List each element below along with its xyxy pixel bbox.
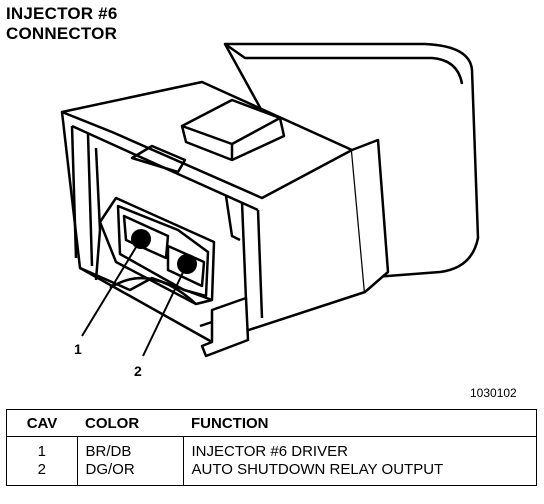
header-function: FUNCTION — [183, 409, 537, 437]
title-line-2: CONNECTOR — [6, 24, 118, 43]
table-header-row: CAV COLOR FUNCTION — [6, 409, 537, 437]
table-row: 1 BR/DB INJECTOR #6 DRIVER — [7, 436, 537, 461]
cavity-table: CAV COLOR FUNCTION 1 BR/DB INJECTOR #6 D… — [6, 409, 537, 486]
rear-body-ridge — [224, 42, 464, 85]
pin-label-1: 1 — [74, 341, 82, 357]
housing-foot — [200, 296, 250, 358]
cell-function: AUTO SHUTDOWN RELAY OUTPUT — [182, 461, 537, 486]
title-line-1: INJECTOR #6 — [6, 4, 118, 23]
table-row: 2 DG/OR AUTO SHUTDOWN RELAY OUTPUT — [7, 461, 537, 486]
header-cav: CAV — [6, 409, 77, 437]
header-color: COLOR — [77, 409, 183, 437]
cell-cav: 1 — [37, 443, 46, 460]
leader-line-1 — [81, 238, 142, 337]
cell-function: INJECTOR #6 DRIVER — [182, 436, 537, 461]
figure-id: 1030102 — [470, 386, 517, 400]
diagram-title: INJECTOR #6 CONNECTOR — [6, 4, 117, 44]
connector-drawing: 1 2 — [60, 42, 480, 379]
front-housing-side — [351, 138, 390, 293]
pin-label-2: 2 — [134, 363, 142, 379]
leader-line-2 — [142, 263, 188, 357]
cell-color: DG/OR — [76, 461, 183, 486]
latch-block — [180, 98, 286, 162]
cell-color: BR/DB — [76, 436, 183, 461]
cell-cav: 2 — [37, 461, 46, 478]
